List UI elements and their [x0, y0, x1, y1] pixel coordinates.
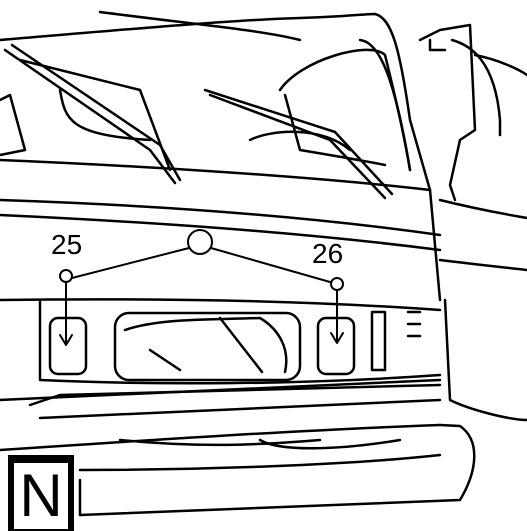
- windshield: [18, 48, 412, 172]
- callout-leaders: [59, 229, 344, 346]
- badge-letter: N: [14, 463, 68, 529]
- side-door-and-mirror: [418, 23, 527, 422]
- wiper-arms: [3, 43, 394, 200]
- cab-outline: [0, 10, 442, 302]
- bumper: [0, 378, 476, 517]
- callout-label-26: 26: [312, 238, 344, 269]
- front-grille: [0, 298, 442, 385]
- callout-label-25: 25: [51, 229, 83, 260]
- region-badge: N: [8, 455, 74, 531]
